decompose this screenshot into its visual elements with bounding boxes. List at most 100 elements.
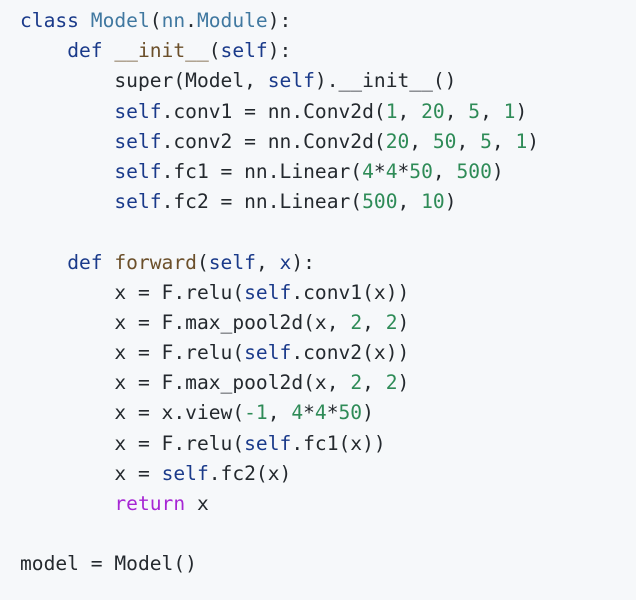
code-token: .fc2(x) <box>208 461 292 485</box>
code-token: , <box>362 310 386 334</box>
code-token: Model <box>90 9 150 32</box>
code-token: return <box>114 492 186 515</box>
code-lines: class Model(nn.Module): def __init__(sel… <box>20 6 636 580</box>
code-token: 4 <box>291 401 304 425</box>
code-token: x = F.max_pool2d(x, <box>20 310 351 334</box>
code-token: ).__init__() <box>314 69 457 93</box>
code-line <box>20 519 636 549</box>
code-token: ): <box>267 39 292 63</box>
code-line: x = F.relu(self.conv2(x)) <box>20 338 636 368</box>
code-token: .fc1(x)) <box>291 431 386 455</box>
code-token: self <box>161 461 209 485</box>
code-token: 2 <box>350 310 363 334</box>
code-token: 10 <box>421 190 445 214</box>
code-line: def forward(self, x): <box>20 248 636 278</box>
code-token: 4 <box>362 159 374 183</box>
code-line: self.fc2 = nn.Linear(500, 10) <box>20 187 636 217</box>
code-token: ) <box>527 129 540 153</box>
code-line: class Model(nn.Module): <box>20 6 636 36</box>
code-token: self <box>244 341 292 365</box>
code-token: self <box>244 431 292 455</box>
code-line: self.conv2 = nn.Conv2d(20, 50, 5, 1) <box>20 127 636 157</box>
code-token: , <box>480 99 504 123</box>
code-line: super(Model, self).__init__() <box>20 66 636 96</box>
code-token: . <box>185 9 197 32</box>
code-token: self <box>114 159 162 183</box>
code-token: * <box>326 401 339 425</box>
code-token: forward <box>114 250 197 274</box>
code-token: * <box>373 159 386 183</box>
code-token <box>20 130 114 153</box>
code-token: self <box>244 280 292 304</box>
code-token: ( <box>208 39 221 63</box>
code-token: def <box>67 250 103 274</box>
code-token: .conv2 = nn.Conv2d( <box>161 129 386 153</box>
code-token: super(Model, <box>20 69 268 93</box>
code-token: 4 <box>314 401 327 425</box>
code-token: Module <box>196 9 268 32</box>
code-token: , <box>432 159 457 183</box>
code-token: 20 <box>385 129 410 153</box>
code-token: 50 <box>338 401 363 425</box>
code-token: * <box>303 401 315 425</box>
code-token: __init__ <box>114 39 209 63</box>
code-token: -1 <box>244 401 268 425</box>
code-token: , <box>409 129 433 153</box>
code-token <box>20 39 67 62</box>
code-token: , <box>267 401 292 425</box>
code-line: self.conv1 = nn.Conv2d(1, 20, 5, 1) <box>20 97 636 127</box>
code-token: nn <box>161 9 186 32</box>
code-token: x = x.view( <box>20 401 245 425</box>
code-token: 2 <box>385 371 398 395</box>
code-token: 1 <box>515 129 528 153</box>
code-token: self <box>220 39 268 63</box>
code-token: self <box>114 99 162 123</box>
code-token: 2 <box>350 371 363 395</box>
code-token: .fc1 = nn.Linear( <box>161 159 363 183</box>
code-token <box>20 100 114 123</box>
code-token: .conv2(x)) <box>291 341 410 365</box>
code-line: x = self.fc2(x) <box>20 459 636 489</box>
code-token: ): <box>291 250 315 274</box>
code-line: x = F.relu(self.fc1(x)) <box>20 429 636 459</box>
code-token: ( <box>149 9 162 32</box>
code-line: return x <box>20 489 636 519</box>
code-token: def <box>67 39 103 63</box>
code-line: x = F.max_pool2d(x, 2, 2) <box>20 368 636 398</box>
code-token: self <box>208 250 256 274</box>
code-line: self.fc1 = nn.Linear(4*4*50, 500) <box>20 157 636 187</box>
code-token: class <box>20 9 79 32</box>
code-token: ) <box>397 310 410 334</box>
code-token: , <box>255 250 280 274</box>
code-token: 1 <box>503 99 516 123</box>
code-token: self <box>267 69 315 93</box>
code-token: x = F.relu( <box>20 341 245 365</box>
code-token: 500 <box>456 159 492 183</box>
code-line: x = x.view(-1, 4*4*50) <box>20 398 636 428</box>
code-token: 20 <box>421 99 445 123</box>
code-token <box>20 251 67 274</box>
code-token: , <box>491 129 516 153</box>
code-token: ( <box>196 250 209 274</box>
code-token: * <box>397 159 410 183</box>
code-token <box>103 251 115 274</box>
code-token: x <box>279 250 292 274</box>
code-token: , <box>444 99 469 123</box>
code-token: , <box>397 190 422 214</box>
code-token: 1 <box>385 99 398 123</box>
code-token <box>79 9 91 32</box>
code-line: model = Model() <box>20 549 636 579</box>
code-line: x = F.max_pool2d(x, 2, 2) <box>20 308 636 338</box>
code-line <box>20 217 636 247</box>
code-token <box>20 160 114 183</box>
code-token <box>103 39 115 62</box>
code-token: ): <box>267 9 292 32</box>
code-token: ) <box>444 190 457 214</box>
code-token: x = F.relu( <box>20 431 245 455</box>
code-token: 50 <box>432 129 457 153</box>
code-token: model = Model() <box>20 552 197 576</box>
code-token: .conv1 = nn.Conv2d( <box>161 99 386 123</box>
code-token <box>20 492 114 515</box>
code-line: def __init__(self): <box>20 36 636 66</box>
code-token: 50 <box>409 159 433 183</box>
